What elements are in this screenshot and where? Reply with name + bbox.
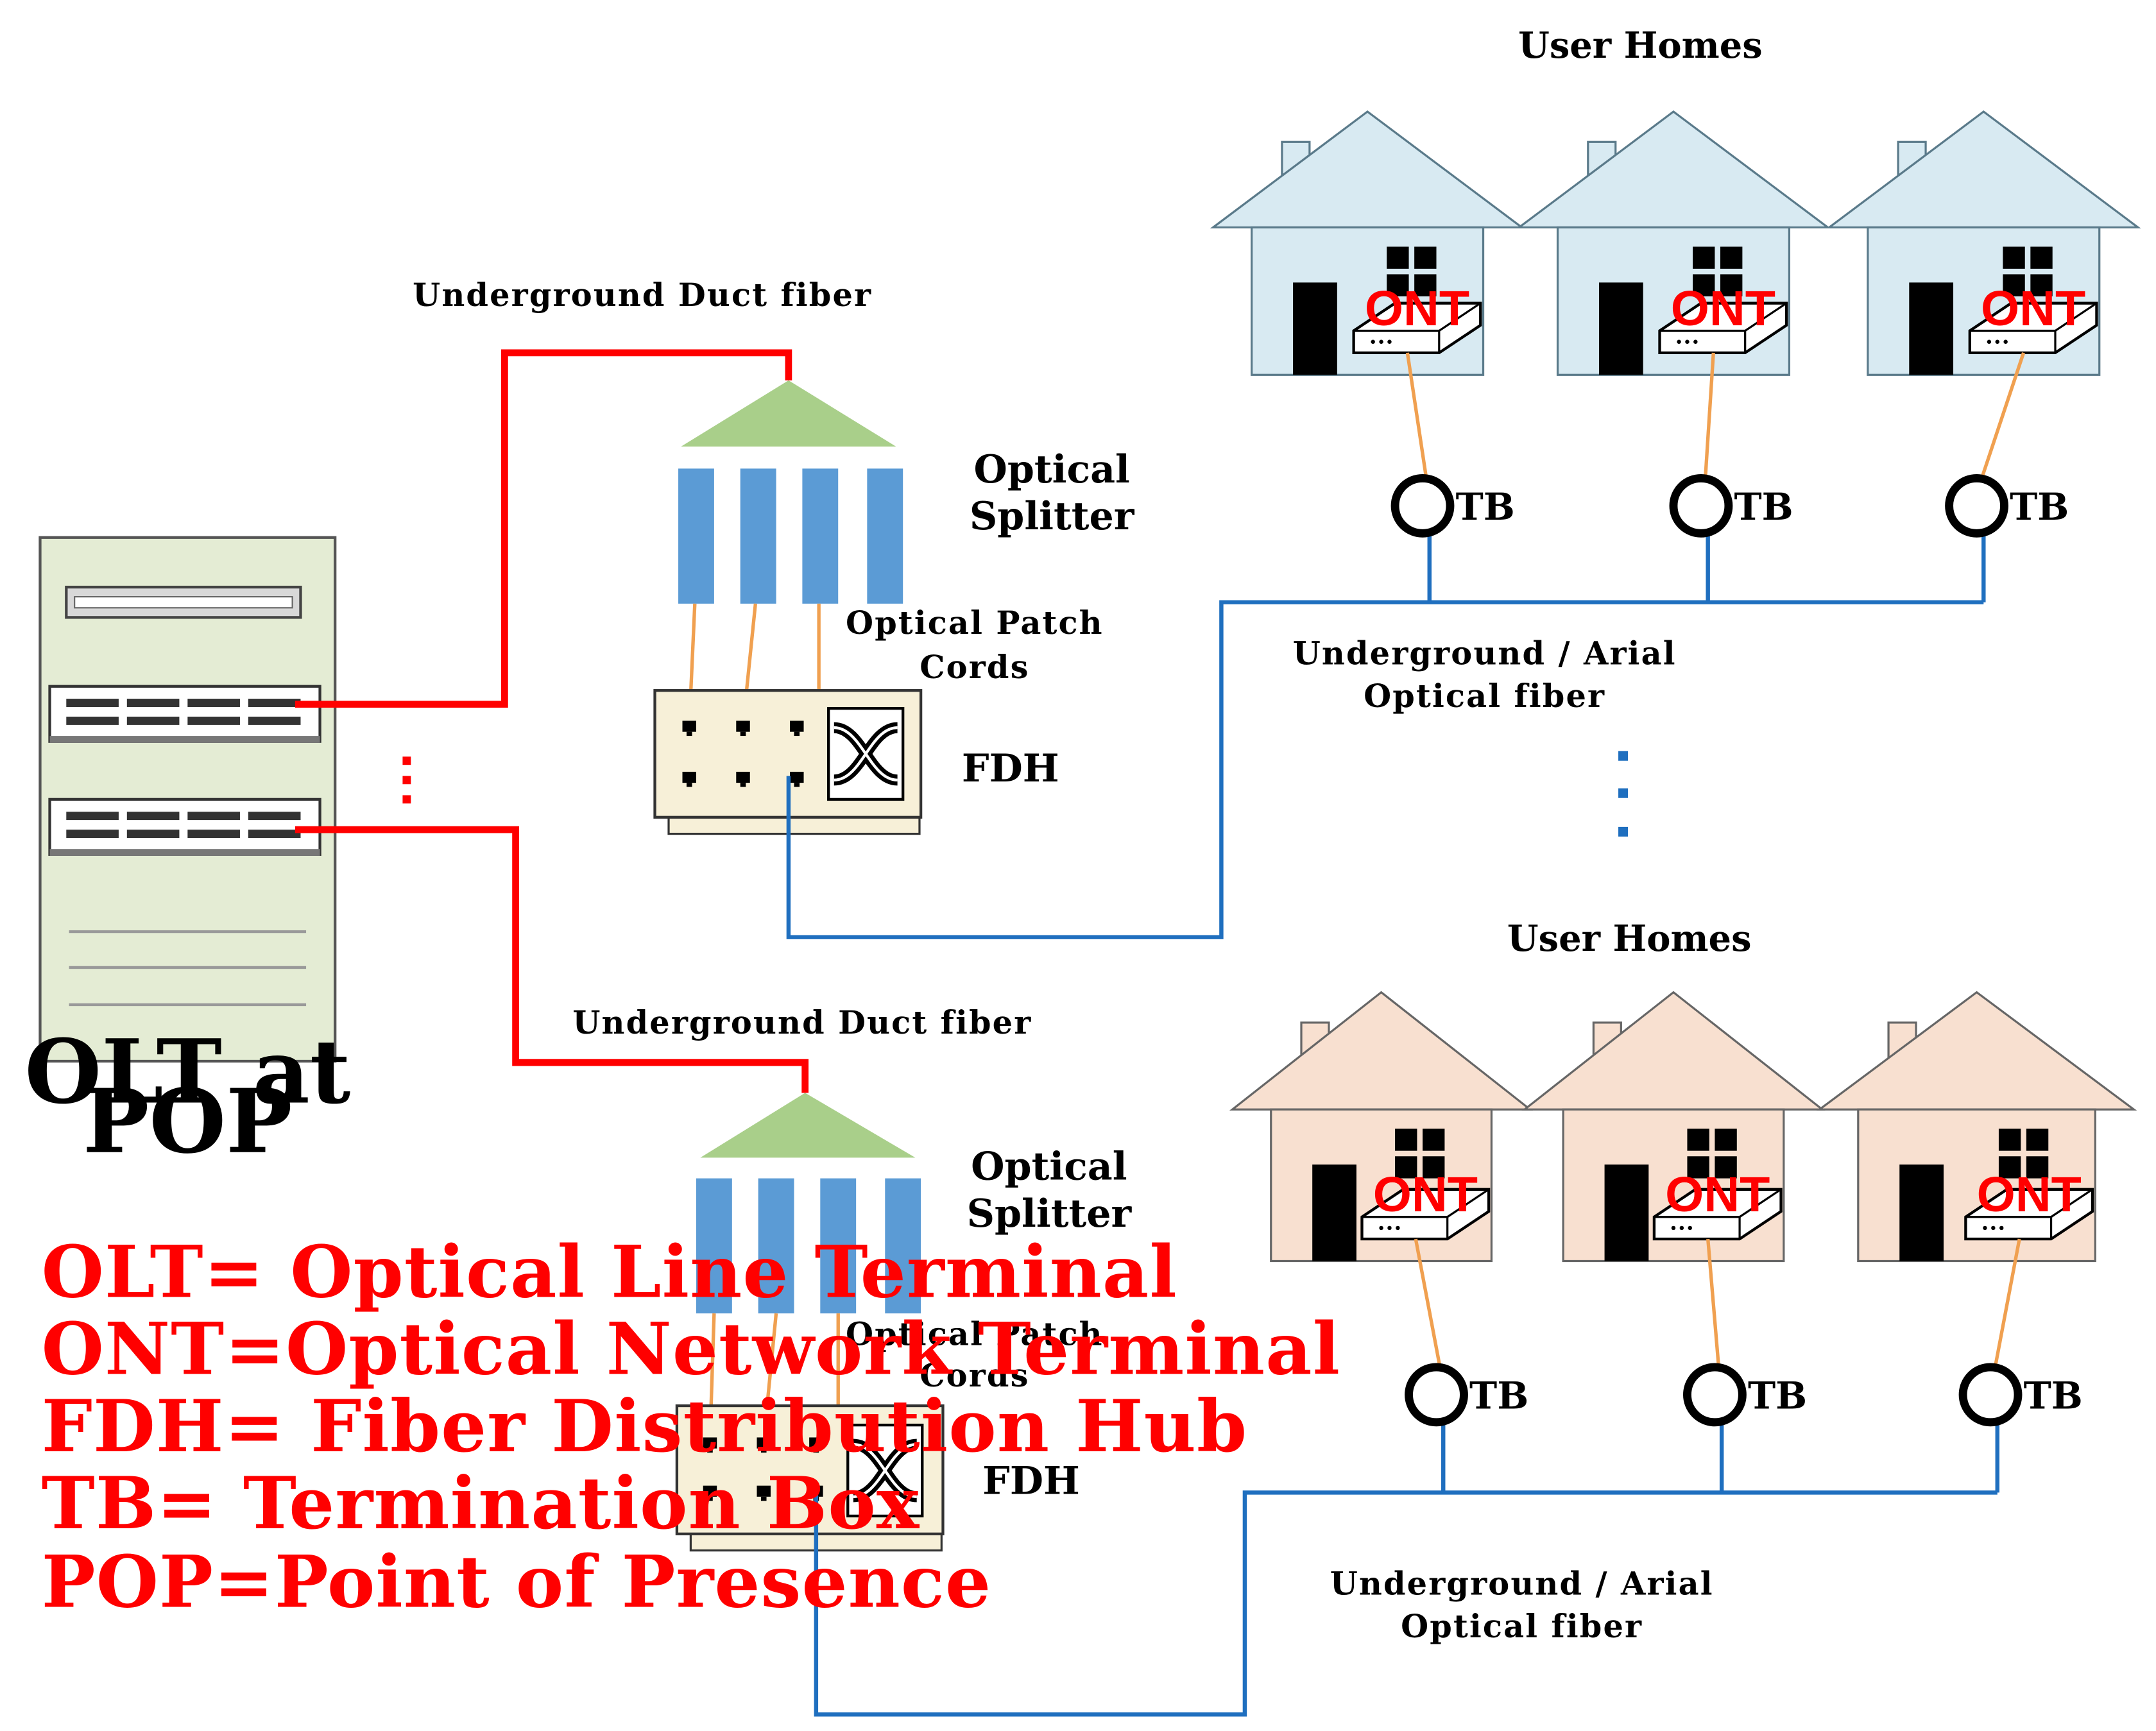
termination-box: TB (1958, 1363, 2083, 1427)
tb-label: TB (1734, 485, 1793, 529)
user-home: ONT (1229, 991, 1534, 1263)
ont-device: ONT (1659, 281, 1786, 353)
ont-device: ONT (1354, 281, 1481, 353)
ont-device: ONT (1970, 281, 2097, 353)
feeder-label-bottom-line1: Underground / Arial (1330, 1565, 1714, 1602)
ont-label: ONT (1671, 281, 1775, 336)
ont-label: ONT (1665, 1167, 1770, 1222)
user-home: ONT (1516, 110, 1831, 376)
ont-label: ONT (1977, 1167, 2082, 1222)
duct-fiber-label-top: Underground Duct fiber (413, 277, 872, 314)
user-home: ONT (1210, 110, 1525, 376)
feeder-label-top-line1: Underground / Arial (1293, 635, 1677, 672)
ont-device: ONT (1362, 1167, 1489, 1239)
distribution-fiber-bottom (814, 1490, 1998, 1717)
houses-layer: ONT TB ONT TB ONT TB ONT TB ONT TB ONT TB (1210, 110, 2141, 1427)
ont-device: ONT (1654, 1167, 1781, 1239)
splitter-label-top-line1: Optical (973, 447, 1129, 492)
user-homes-title-top: User Homes (1518, 25, 1763, 67)
termination-box: TB (1405, 1363, 1528, 1427)
olt-rack (38, 536, 337, 1063)
patch-label-bottom-line2: Cords (920, 1357, 1029, 1394)
ont-label: ONT (1981, 281, 2085, 336)
distribution-fiber-top (786, 600, 1984, 939)
termination-box: TB (1669, 473, 1793, 538)
legend-item: POP=Point of Presence (42, 1540, 991, 1624)
feeder-label-bottom-line2: Optical fiber (1401, 1608, 1643, 1645)
fdh-switch-icon (828, 708, 903, 799)
legend: OLT= Optical Line Terminal ONT=Optical N… (42, 1230, 1341, 1624)
tb-label: TB (1748, 1374, 1807, 1417)
ont-label: ONT (1365, 281, 1469, 336)
fdh-bottom (675, 1404, 945, 1552)
legend-item: ONT=Optical Network Terminal (42, 1308, 1341, 1392)
legend-item: OLT= Optical Line Terminal (42, 1230, 1177, 1314)
splitter-label-bottom-line1: Optical (971, 1145, 1127, 1190)
olt-label-line1: OLT at (24, 1020, 350, 1123)
fdh-label-bottom: FDH (982, 1459, 1080, 1504)
olt-card-1 (48, 685, 321, 743)
feeder-label-top-line2: Optical fiber (1364, 678, 1605, 715)
tb-label: TB (1456, 485, 1515, 529)
ont-label: ONT (1373, 1167, 1478, 1222)
termination-box: TB (1945, 473, 2069, 538)
patch-label-top-line2: Cords (920, 649, 1029, 686)
user-home: ONT (1826, 110, 2141, 376)
optical-splitter-top (678, 380, 903, 604)
fdh-label-top: FDH (962, 746, 1059, 791)
patch-label-top-line1: Optical Patch (846, 604, 1104, 642)
duct-fiber-label-bottom: Underground Duct fiber (572, 1004, 1032, 1041)
tb-label: TB (1469, 1374, 1528, 1417)
duct-fiber-top (295, 349, 792, 708)
patch-label-bottom-line1: Optical Patch (846, 1316, 1104, 1353)
more-homes-dots (1618, 751, 1629, 837)
optical-splitter-bottom (696, 1093, 921, 1314)
tb-label: TB (2024, 1374, 2083, 1417)
user-homes-title-bottom: User Homes (1507, 918, 1752, 960)
user-home: ONT (1816, 991, 2137, 1263)
ont-device: ONT (1965, 1167, 2092, 1239)
termination-box: TB (1390, 473, 1515, 538)
olt-label-line2: POP (83, 1070, 292, 1173)
termination-box: TB (1683, 1363, 1807, 1427)
legend-item: FDH= Fiber Distribution Hub (42, 1385, 1247, 1469)
duct-fiber-bottom (295, 826, 809, 1093)
splitter-label-top-line2: Splitter (970, 494, 1135, 539)
olt-card-2 (48, 797, 321, 856)
tb-label: TB (2010, 485, 2069, 529)
more-links-dots (402, 756, 411, 804)
user-home: ONT (1521, 991, 1826, 1263)
splitter-label-bottom-line2: Splitter (967, 1191, 1133, 1236)
legend-item: TB= Termination Box (42, 1462, 920, 1546)
